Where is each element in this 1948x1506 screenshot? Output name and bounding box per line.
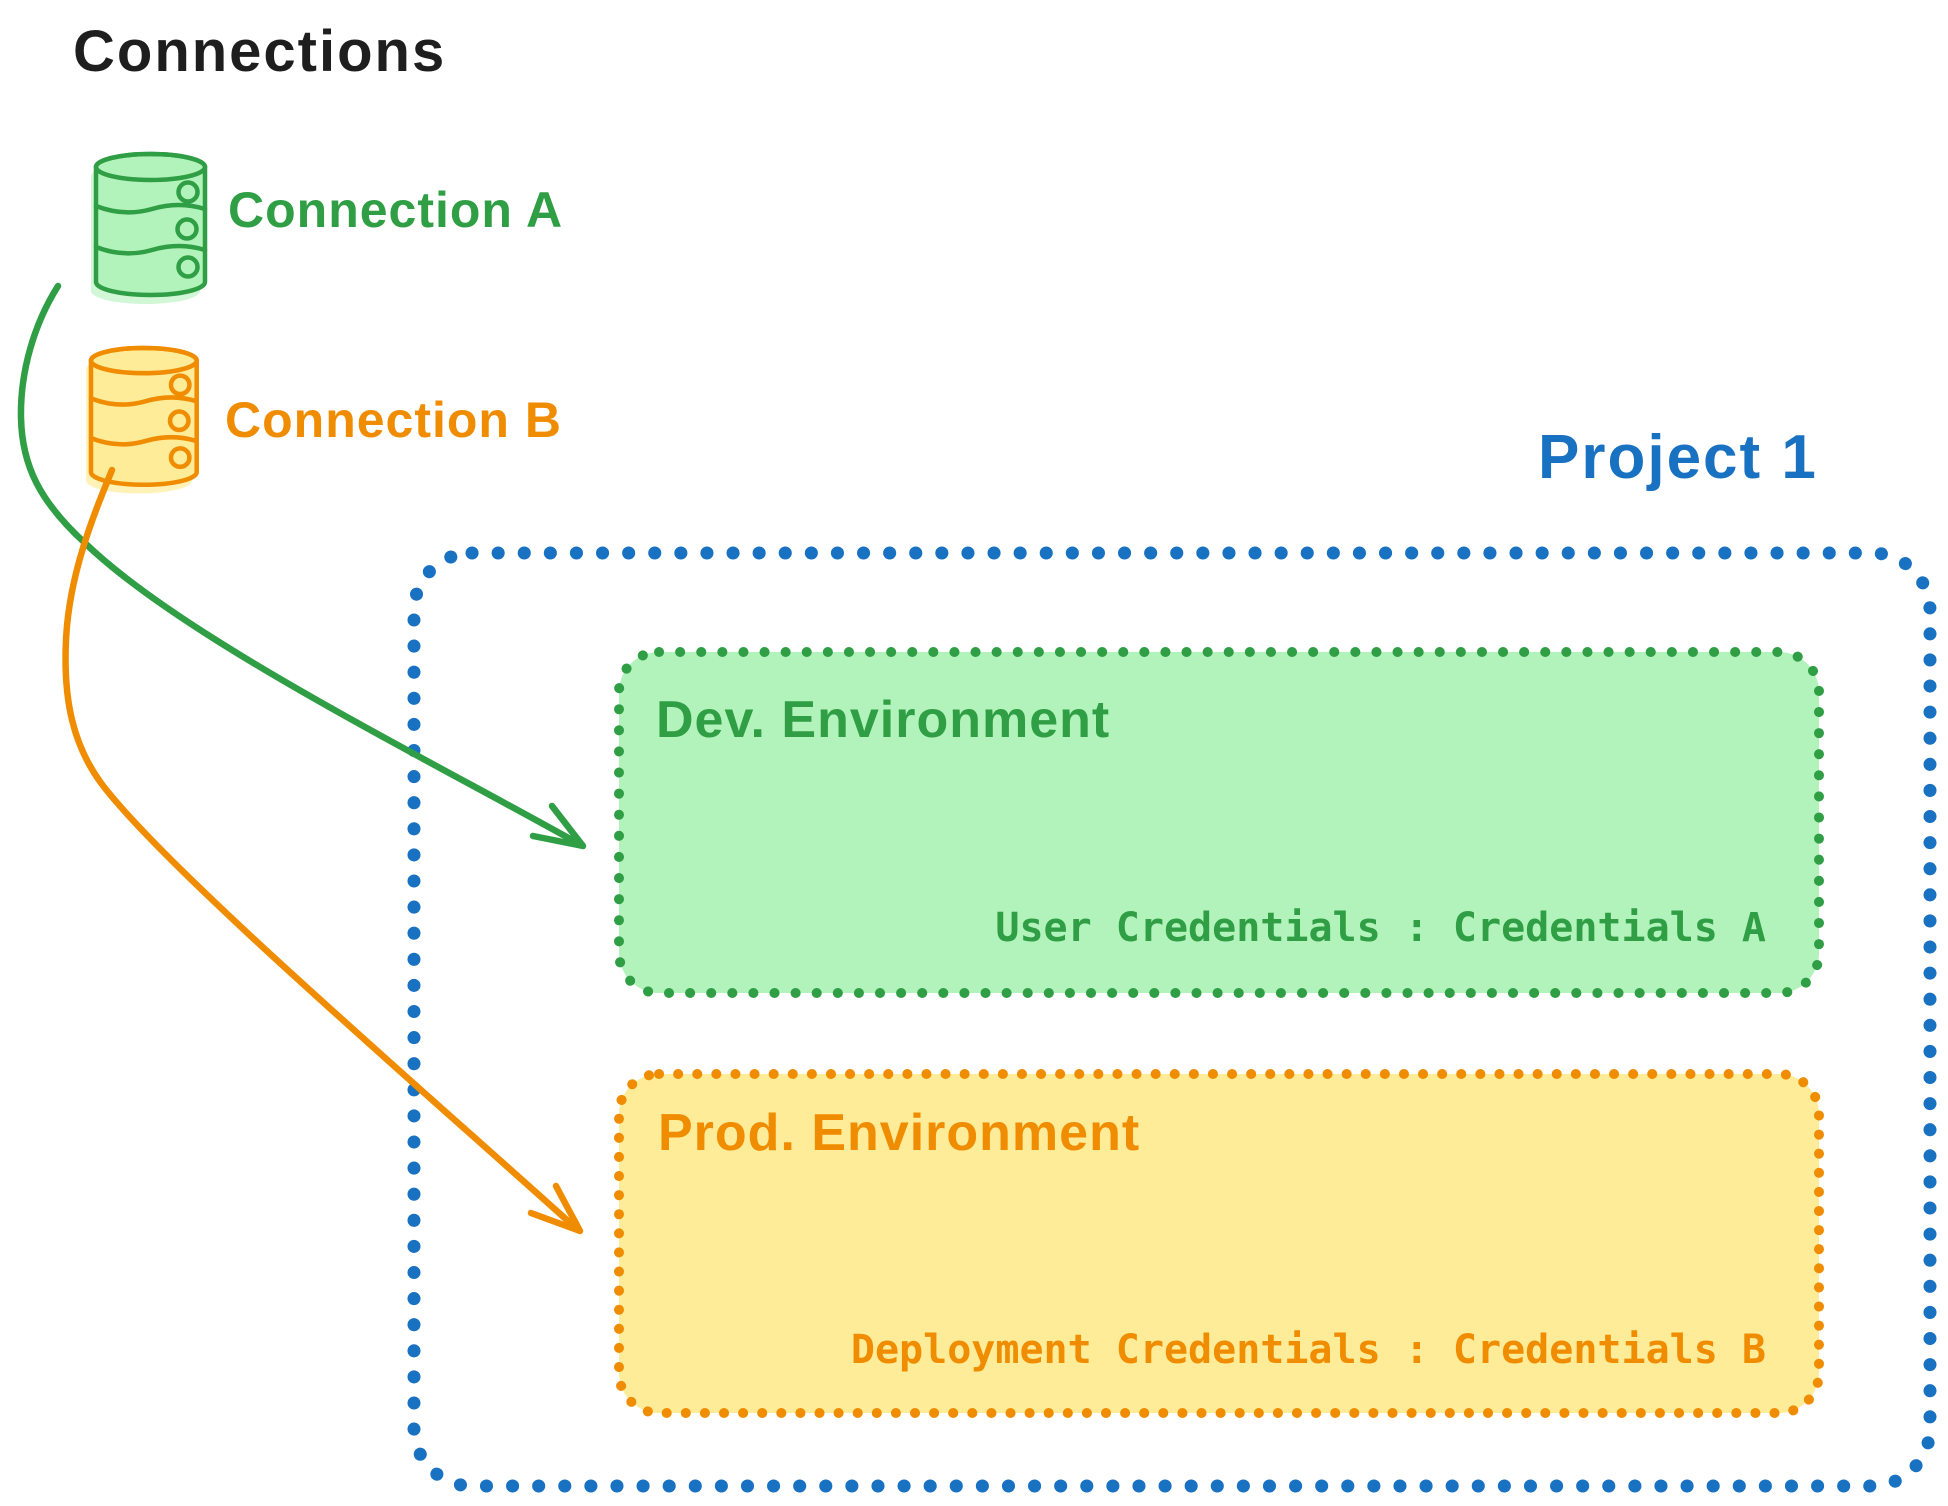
prod-credentials-text: Deployment Credentials : Credentials B [850,1327,1766,1373]
dev-environment-label: Dev. Environment [656,691,1111,749]
arrow-connection-b-to-prod [62,466,584,1235]
connection-b-label: Connection B [225,392,562,448]
dev-environment-box [614,647,1824,998]
prod-environment-label: Prod. Environment [658,1104,1141,1162]
connection-a-label: Connection A [228,182,564,238]
project-container-box [407,546,1937,1493]
project-title: Project 1 [1538,423,1818,492]
prod-environment-box [614,1069,1824,1418]
connections-title: Connections [73,19,447,84]
dev-credentials-text: User Credentials : Credentials A [995,905,1766,951]
database-icon [91,151,208,304]
database-icon [86,345,199,494]
